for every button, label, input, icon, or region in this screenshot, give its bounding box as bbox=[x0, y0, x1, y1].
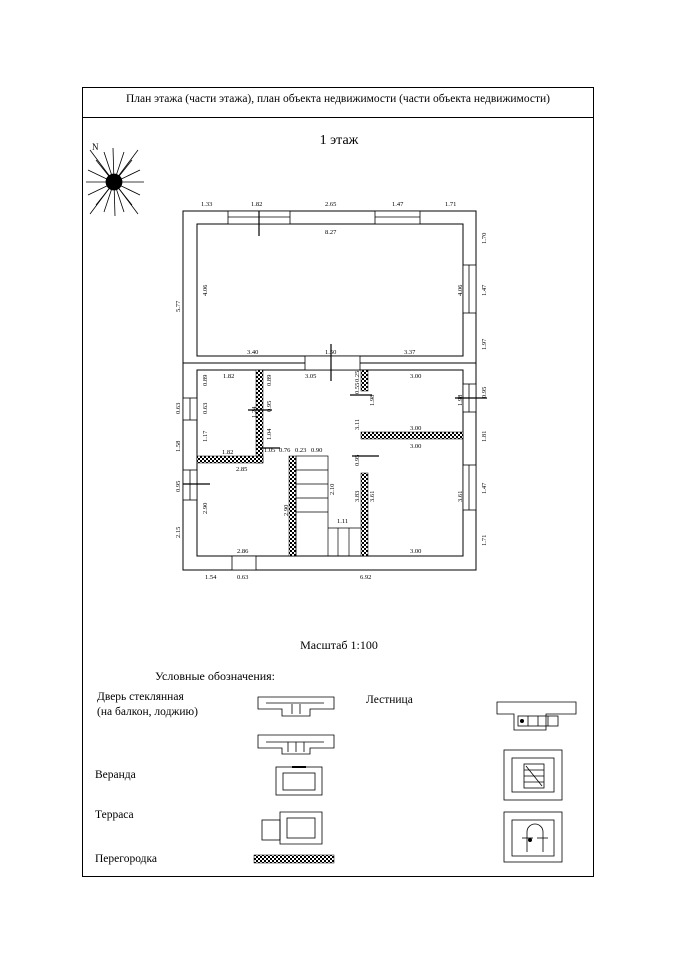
dim-c1: 1.05 bbox=[264, 447, 275, 454]
dim-upper-height: 4.06 bbox=[202, 284, 209, 296]
dim-upper-bottom-1: 3.40 bbox=[247, 349, 258, 356]
legend-glass-door-line-1: Дверь стеклянная bbox=[97, 691, 184, 703]
stairs-symbol-2 bbox=[503, 749, 563, 801]
dim-room-r3: 3.61 bbox=[369, 491, 376, 502]
dim-stair-v: 2.10 bbox=[329, 484, 336, 495]
terrace-symbol bbox=[261, 811, 323, 845]
legend-terrace-label: Терраса bbox=[95, 809, 134, 821]
dim-top-3: 2.65 bbox=[325, 201, 336, 208]
dim-right-b: 0.95 bbox=[481, 387, 488, 398]
legend-title: Условные обозначения: bbox=[155, 669, 276, 683]
dim-low-top-3: 3.00 bbox=[410, 373, 421, 380]
dim-left-e: 1.58 bbox=[175, 441, 182, 452]
dim-top-1: 1.33 bbox=[201, 201, 212, 208]
dim-room-r2: 3.00 bbox=[410, 443, 421, 450]
dim-left-h: 2.15 bbox=[175, 527, 182, 538]
dim-mid-g: 3.11 bbox=[354, 419, 361, 430]
dim-bottom-room: 3.00 bbox=[410, 548, 421, 555]
windows bbox=[182, 210, 477, 571]
dim-left-f: 0.95 bbox=[175, 481, 182, 492]
dim-mid-c: 1.04 bbox=[266, 428, 273, 440]
veranda-symbol bbox=[275, 766, 323, 796]
glass-door-symbol-1 bbox=[257, 696, 335, 717]
dim-mid-d: 0.95 bbox=[266, 401, 273, 412]
dim-top-4: 1.47 bbox=[392, 201, 404, 208]
dim-hall: 1.82 bbox=[222, 449, 233, 456]
dim-mid-h: 0.95 bbox=[354, 455, 361, 466]
dim-right-e: 1.71 bbox=[481, 535, 488, 546]
dim-top-5: 1.71 bbox=[445, 201, 456, 208]
dim-top-2: 1.82 bbox=[251, 201, 262, 208]
dim-bottom-total-2: 0.63 bbox=[237, 574, 248, 581]
dim-upper-height-r: 4.06 bbox=[457, 284, 464, 296]
legend-glass-door-label: Дверь стеклянная (на балкон, лоджию) bbox=[97, 690, 198, 720]
dim-low-top-1: 1.82 bbox=[223, 373, 234, 380]
legend-veranda-label: Веранда bbox=[95, 769, 136, 781]
dim-low-top-4: 0.25 bbox=[354, 371, 361, 382]
dim-c4: 0.90 bbox=[311, 447, 322, 454]
dimension-labels: 1.33 1.82 2.65 1.47 1.71 8.27 3.40 1.50 … bbox=[201, 201, 456, 581]
door-marks bbox=[183, 211, 487, 485]
dim-mid-v: 3.83 bbox=[354, 491, 361, 502]
dim-c3: 0.23 bbox=[295, 447, 306, 454]
plan-frame bbox=[82, 87, 594, 877]
legend-symbols bbox=[253, 696, 577, 864]
dim-mid-b: 1.24 bbox=[251, 406, 258, 418]
dim-left-d: 1.17 bbox=[202, 430, 209, 442]
legend-partition-label: Перегородка bbox=[95, 853, 157, 865]
floor-title: 1 этаж bbox=[319, 133, 359, 148]
dim-room-r4: 3.61 bbox=[457, 491, 464, 502]
dim-room-r1: 3.00 bbox=[410, 425, 421, 432]
dim-c2: 0.76 bbox=[279, 447, 291, 454]
dim-left-b: 0.63 bbox=[175, 403, 182, 414]
building-outline bbox=[182, 210, 477, 571]
dim-left-total: 5.77 bbox=[175, 300, 182, 312]
plan-header: План этажа (части этажа), план объекта н… bbox=[125, 93, 550, 105]
dim-left-c: 0.63 bbox=[202, 403, 209, 414]
dim-mid-a: 0.89 bbox=[266, 375, 273, 386]
dim-bottom-1: 2.86 bbox=[237, 548, 249, 555]
dim-right-a: 1.98 bbox=[457, 395, 464, 406]
dim-left-g: 2.90 bbox=[202, 503, 209, 514]
stair-flight bbox=[295, 455, 361, 557]
svg-text:N: N bbox=[92, 142, 99, 152]
dim-right-c: 1.81 bbox=[481, 431, 488, 442]
partition-symbol bbox=[253, 854, 335, 864]
dim-bottom-total-3: 6.92 bbox=[360, 574, 371, 581]
dim-corridor-v: 2.90 bbox=[283, 505, 290, 516]
dim-right-3: 1.97 bbox=[481, 338, 488, 350]
dim-bottom-total-1: 1.54 bbox=[205, 574, 217, 581]
stairs-symbol-1 bbox=[496, 701, 577, 731]
dim-right-d: 1.47 bbox=[481, 482, 488, 494]
glass-door-symbol-2 bbox=[257, 734, 335, 755]
stairs-symbol-3 bbox=[503, 811, 563, 863]
compass-rose-icon: N bbox=[86, 142, 144, 217]
dim-upper-bottom-3: 3.37 bbox=[404, 349, 416, 356]
dim-stair-h: 1.11 bbox=[337, 518, 348, 525]
dim-right-2: 1.47 bbox=[481, 284, 488, 296]
legend-glass-door-line-2: (на балкон, лоджию) bbox=[97, 706, 198, 718]
dim-mid-e: 0.55 bbox=[354, 383, 361, 394]
dim-upper-bottom-2: 1.50 bbox=[325, 349, 336, 356]
dim-upper-width: 8.27 bbox=[325, 229, 337, 236]
dim-low-top-2: 3.05 bbox=[305, 373, 316, 380]
dim-mid-f: 1.98 bbox=[369, 395, 376, 406]
partitions bbox=[196, 369, 464, 557]
legend-stairs-label: Лестница bbox=[366, 694, 413, 706]
dimension-labels-vertical: 5.77 4.06 4.06 1.70 1.47 1.97 0.89 0.63 … bbox=[175, 233, 488, 546]
dim-left-a: 0.89 bbox=[202, 375, 209, 386]
scale-label: Масштаб 1:100 bbox=[300, 638, 378, 652]
header-divider bbox=[82, 117, 594, 118]
dim-hall-2: 2.85 bbox=[236, 466, 247, 473]
dim-right-1: 1.70 bbox=[481, 233, 488, 244]
